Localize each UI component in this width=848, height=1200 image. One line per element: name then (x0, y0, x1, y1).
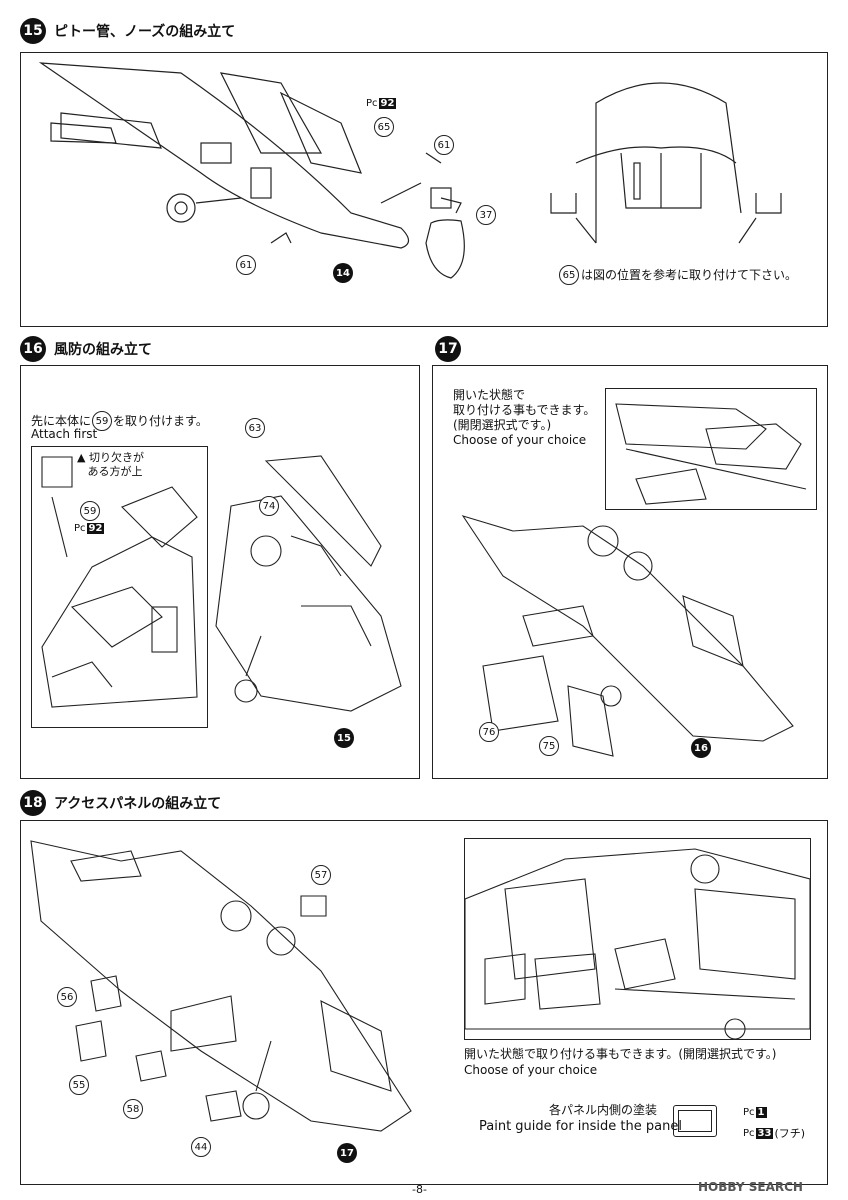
part-number: 61 (434, 135, 454, 155)
step-17-panel: 開いた状態で 取り付ける事もできます。 (開閉選択式です。) Choose of… (432, 365, 828, 779)
paint-suffix: (フチ) (774, 1127, 806, 1140)
part-number: 61 (236, 255, 256, 275)
step-title: アクセスパネルの組み立て (54, 796, 222, 812)
paint-label: Pc (366, 98, 378, 109)
step-title: ピトー管、ノーズの組み立て (54, 24, 236, 40)
step-16-panel: 先に本体に 59 を取り付けます。 Attach first ▲ 切り欠きが あ… (20, 365, 420, 779)
part-number: 56 (57, 987, 77, 1007)
open-panels-drawing (465, 848, 810, 1039)
paint-number: 1 (755, 1107, 767, 1118)
step-15-note: 65 は図の位置を参考に取り付けて下さい。 (559, 265, 797, 285)
assembly-number: 16 (691, 738, 711, 758)
part-number: 75 (539, 736, 559, 756)
cockpit-detail-drawing (41, 456, 198, 708)
paint-number: 33 (755, 1127, 774, 1139)
part-number: 59 (80, 501, 100, 521)
step-number: 17 (435, 336, 461, 362)
note-text: は図の位置を参考に取り付けて下さい。 (581, 267, 798, 282)
part-number: 63 (245, 418, 265, 438)
step-number: 15 (20, 18, 46, 44)
step-15-header: 15 ピトー管、ノーズの組み立て (20, 18, 235, 44)
watermark: HOBBY SEARCH (698, 1180, 803, 1194)
page-number: -8- (412, 1183, 427, 1196)
helicopter-body-drawing (461, 515, 794, 757)
step-17-note: 開いた状態で 取り付ける事もできます。 (開閉選択式です。) Choose of… (453, 388, 595, 448)
step-17-header: 17 (435, 336, 461, 362)
note-text: 開いた状態で (453, 388, 526, 402)
notch-note: ▲ 切り欠きが ある方が上 (77, 451, 144, 478)
note-text: 取り付ける事もできます。 (453, 403, 596, 417)
note-text: を取り付けます。 (113, 413, 208, 428)
note-en: Choose of your choice (453, 433, 587, 447)
step-18-header: 18 アクセスパネルの組み立て (20, 790, 221, 816)
step-number: 16 (20, 336, 46, 362)
paint-guide-en: Paint guide for inside the panel (479, 1119, 682, 1134)
panel-swatch (673, 1105, 717, 1137)
note-en: Attach first (31, 427, 98, 441)
paint-label: Pc (743, 1107, 755, 1118)
detail-inset (464, 838, 811, 1040)
assembly-number: 15 (334, 728, 354, 748)
part-number: 37 (476, 205, 496, 225)
paint-label: Pc (74, 523, 86, 534)
part-number: 58 (123, 1099, 143, 1119)
step-18-note: 開いた状態で取り付ける事もできます。(開閉選択式です。) (464, 1047, 777, 1061)
attach-first-note: 先に本体に 59 を取り付けます。 (31, 411, 208, 431)
paint-number: 92 (86, 523, 105, 534)
part-number: 74 (259, 496, 279, 516)
part-number: 57 (311, 865, 331, 885)
note-en: Choose of your choice (464, 1063, 598, 1077)
part-number: 44 (191, 1137, 211, 1157)
step-16-header: 16 風防の組み立て (20, 336, 152, 362)
assembly-number: 14 (333, 263, 353, 283)
paint-guide-jp: 各パネル内側の塗装 (549, 1103, 658, 1117)
note-text: 切り欠きが (88, 451, 144, 464)
part-number: 65 (374, 117, 394, 137)
part-number: 76 (479, 722, 499, 742)
paint-label: Pc (743, 1127, 755, 1139)
part-number: 65 (559, 265, 579, 285)
windshield-drawing (215, 455, 402, 712)
step-number: 18 (20, 790, 46, 816)
assembly-number: 17 (337, 1143, 357, 1163)
open-canopy-drawing (615, 403, 807, 505)
helicopter-nose-drawing (38, 62, 782, 279)
paint-number: 92 (378, 98, 397, 109)
note-text: 先に本体に (31, 413, 92, 428)
note-text: (開閉選択式です。) (453, 418, 552, 432)
part-number: 59 (92, 411, 113, 431)
note-text: ある方が上 (87, 465, 143, 478)
step-title: 風防の組み立て (54, 342, 152, 358)
helicopter-side-drawing (30, 840, 412, 1132)
step-18-panel: 57 56 55 58 44 17 開いた状態で取り付ける事もできます。(開閉選… (20, 820, 828, 1185)
part-number: 55 (69, 1075, 89, 1095)
detail-inset (605, 388, 817, 510)
